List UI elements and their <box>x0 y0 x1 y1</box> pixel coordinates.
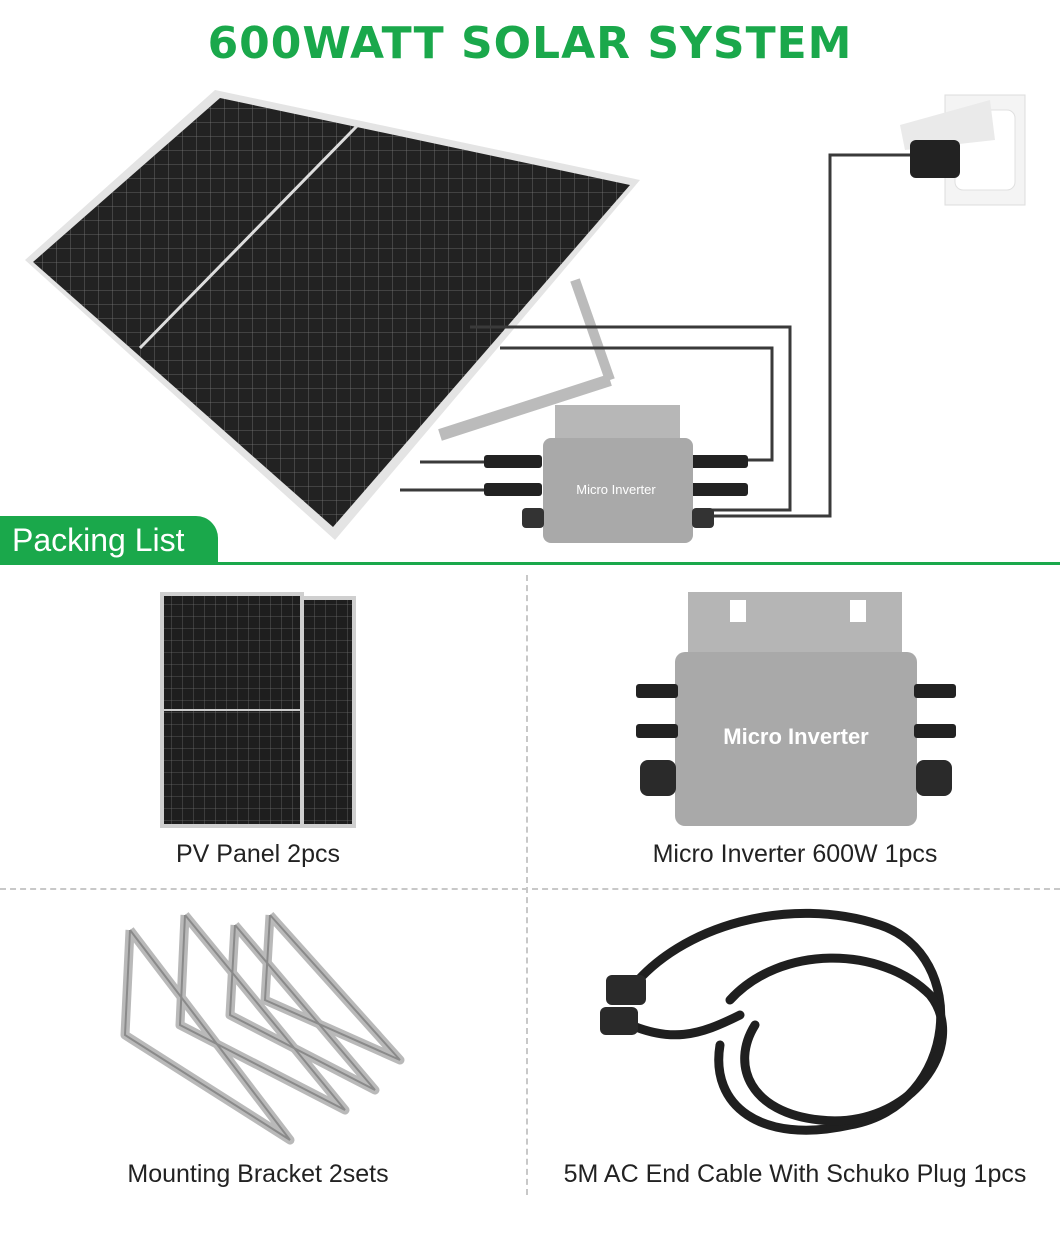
ac-cable-icon <box>600 908 948 1135</box>
page-title: 600WATT SOLAR SYSTEM <box>207 18 853 69</box>
inverter-device-label: Micro Inverter <box>723 724 869 749</box>
schuko-socket-icon <box>900 94 1026 206</box>
packing-list-heading: Packing List <box>0 516 218 564</box>
packing-item-label: Mounting Bracket 2sets <box>127 1160 389 1188</box>
mounting-bracket-icon <box>120 911 405 1145</box>
solar-panel-icon <box>25 90 640 540</box>
connector-icon <box>484 455 748 496</box>
pv-panel-icon <box>160 592 356 828</box>
inverter-label: Micro Inverter <box>576 482 656 497</box>
packing-item-label: PV Panel 2pcs <box>176 840 340 868</box>
stand-icon <box>438 278 615 441</box>
grid-divider-vertical <box>526 575 528 1195</box>
micro-inverter-icon <box>522 405 714 543</box>
packing-item-label: 5M AC End Cable With Schuko Plug 1pcs <box>563 1160 1027 1188</box>
solar-system-illustration: Micro Inverter <box>25 90 1026 543</box>
micro-inverter-icon: Micro Inverter <box>636 592 956 826</box>
section-divider <box>0 562 1060 565</box>
grid-divider-horizontal <box>0 888 1060 890</box>
packing-item-label: Micro Inverter 600W 1pcs <box>652 840 938 868</box>
dc-cables-icon <box>400 153 920 518</box>
